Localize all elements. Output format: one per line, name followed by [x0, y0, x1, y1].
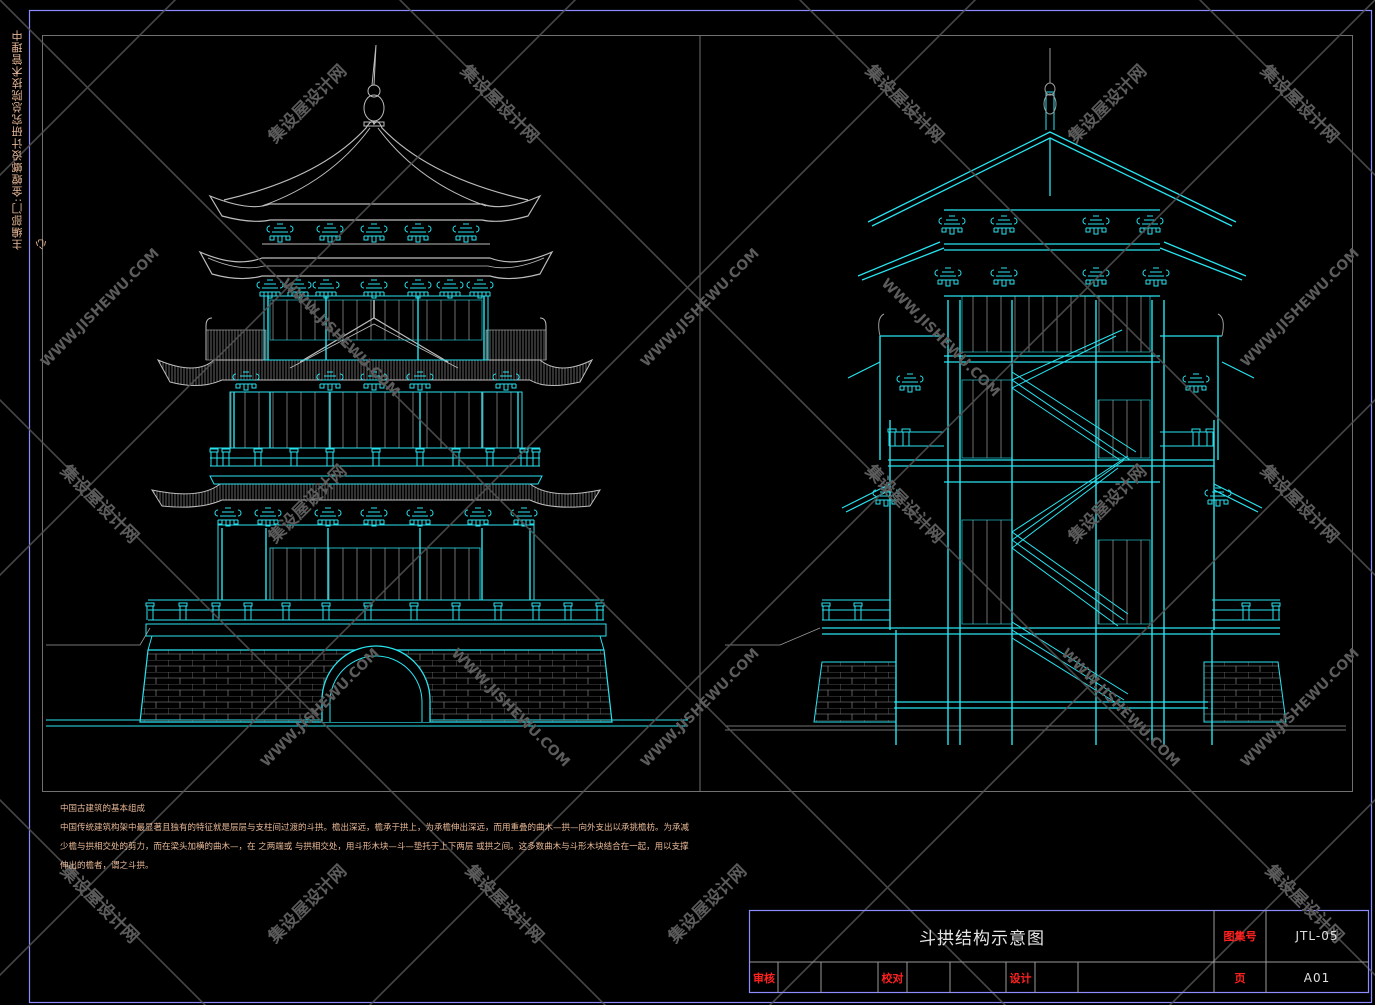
page-label: 页 [1234, 971, 1246, 985]
notes-heading: 中国古建筑的基本组成 [60, 804, 146, 814]
review-signature-field[interactable] [779, 963, 877, 992]
title-block-frame [748, 909, 1370, 994]
notes-body: 中国传统建筑构架中最显著且独有的特征就是层层与支柱间过渡的斗拱。檐出深远，檐承于… [60, 823, 690, 871]
set-number-label: 图集号 [1223, 930, 1257, 943]
front-elevation-view [46, 44, 688, 727]
drawing-frame [28, 9, 1373, 1004]
design-label: 设计 [1009, 971, 1032, 985]
review-label: 审核 [753, 971, 775, 985]
cross-section-view [725, 48, 1346, 745]
drawing-title: 斗拱结构示意图 [919, 928, 1045, 949]
explanatory-notes: 中国古建筑的基本组成 中国传统建筑构架中最显著且独有的特征就是层层与支柱间过渡的… [60, 800, 690, 876]
page-number-value: A01 [1303, 970, 1331, 985]
department-side-note: 主编部门:金螳螂设计研究总院技术管理中心 [11, 29, 48, 250]
check-signature-field[interactable] [908, 963, 1006, 992]
set-number-value: JTL-05 [1295, 929, 1339, 943]
design-signature-field[interactable] [1036, 963, 1212, 992]
check-label: 校对 [881, 971, 904, 985]
